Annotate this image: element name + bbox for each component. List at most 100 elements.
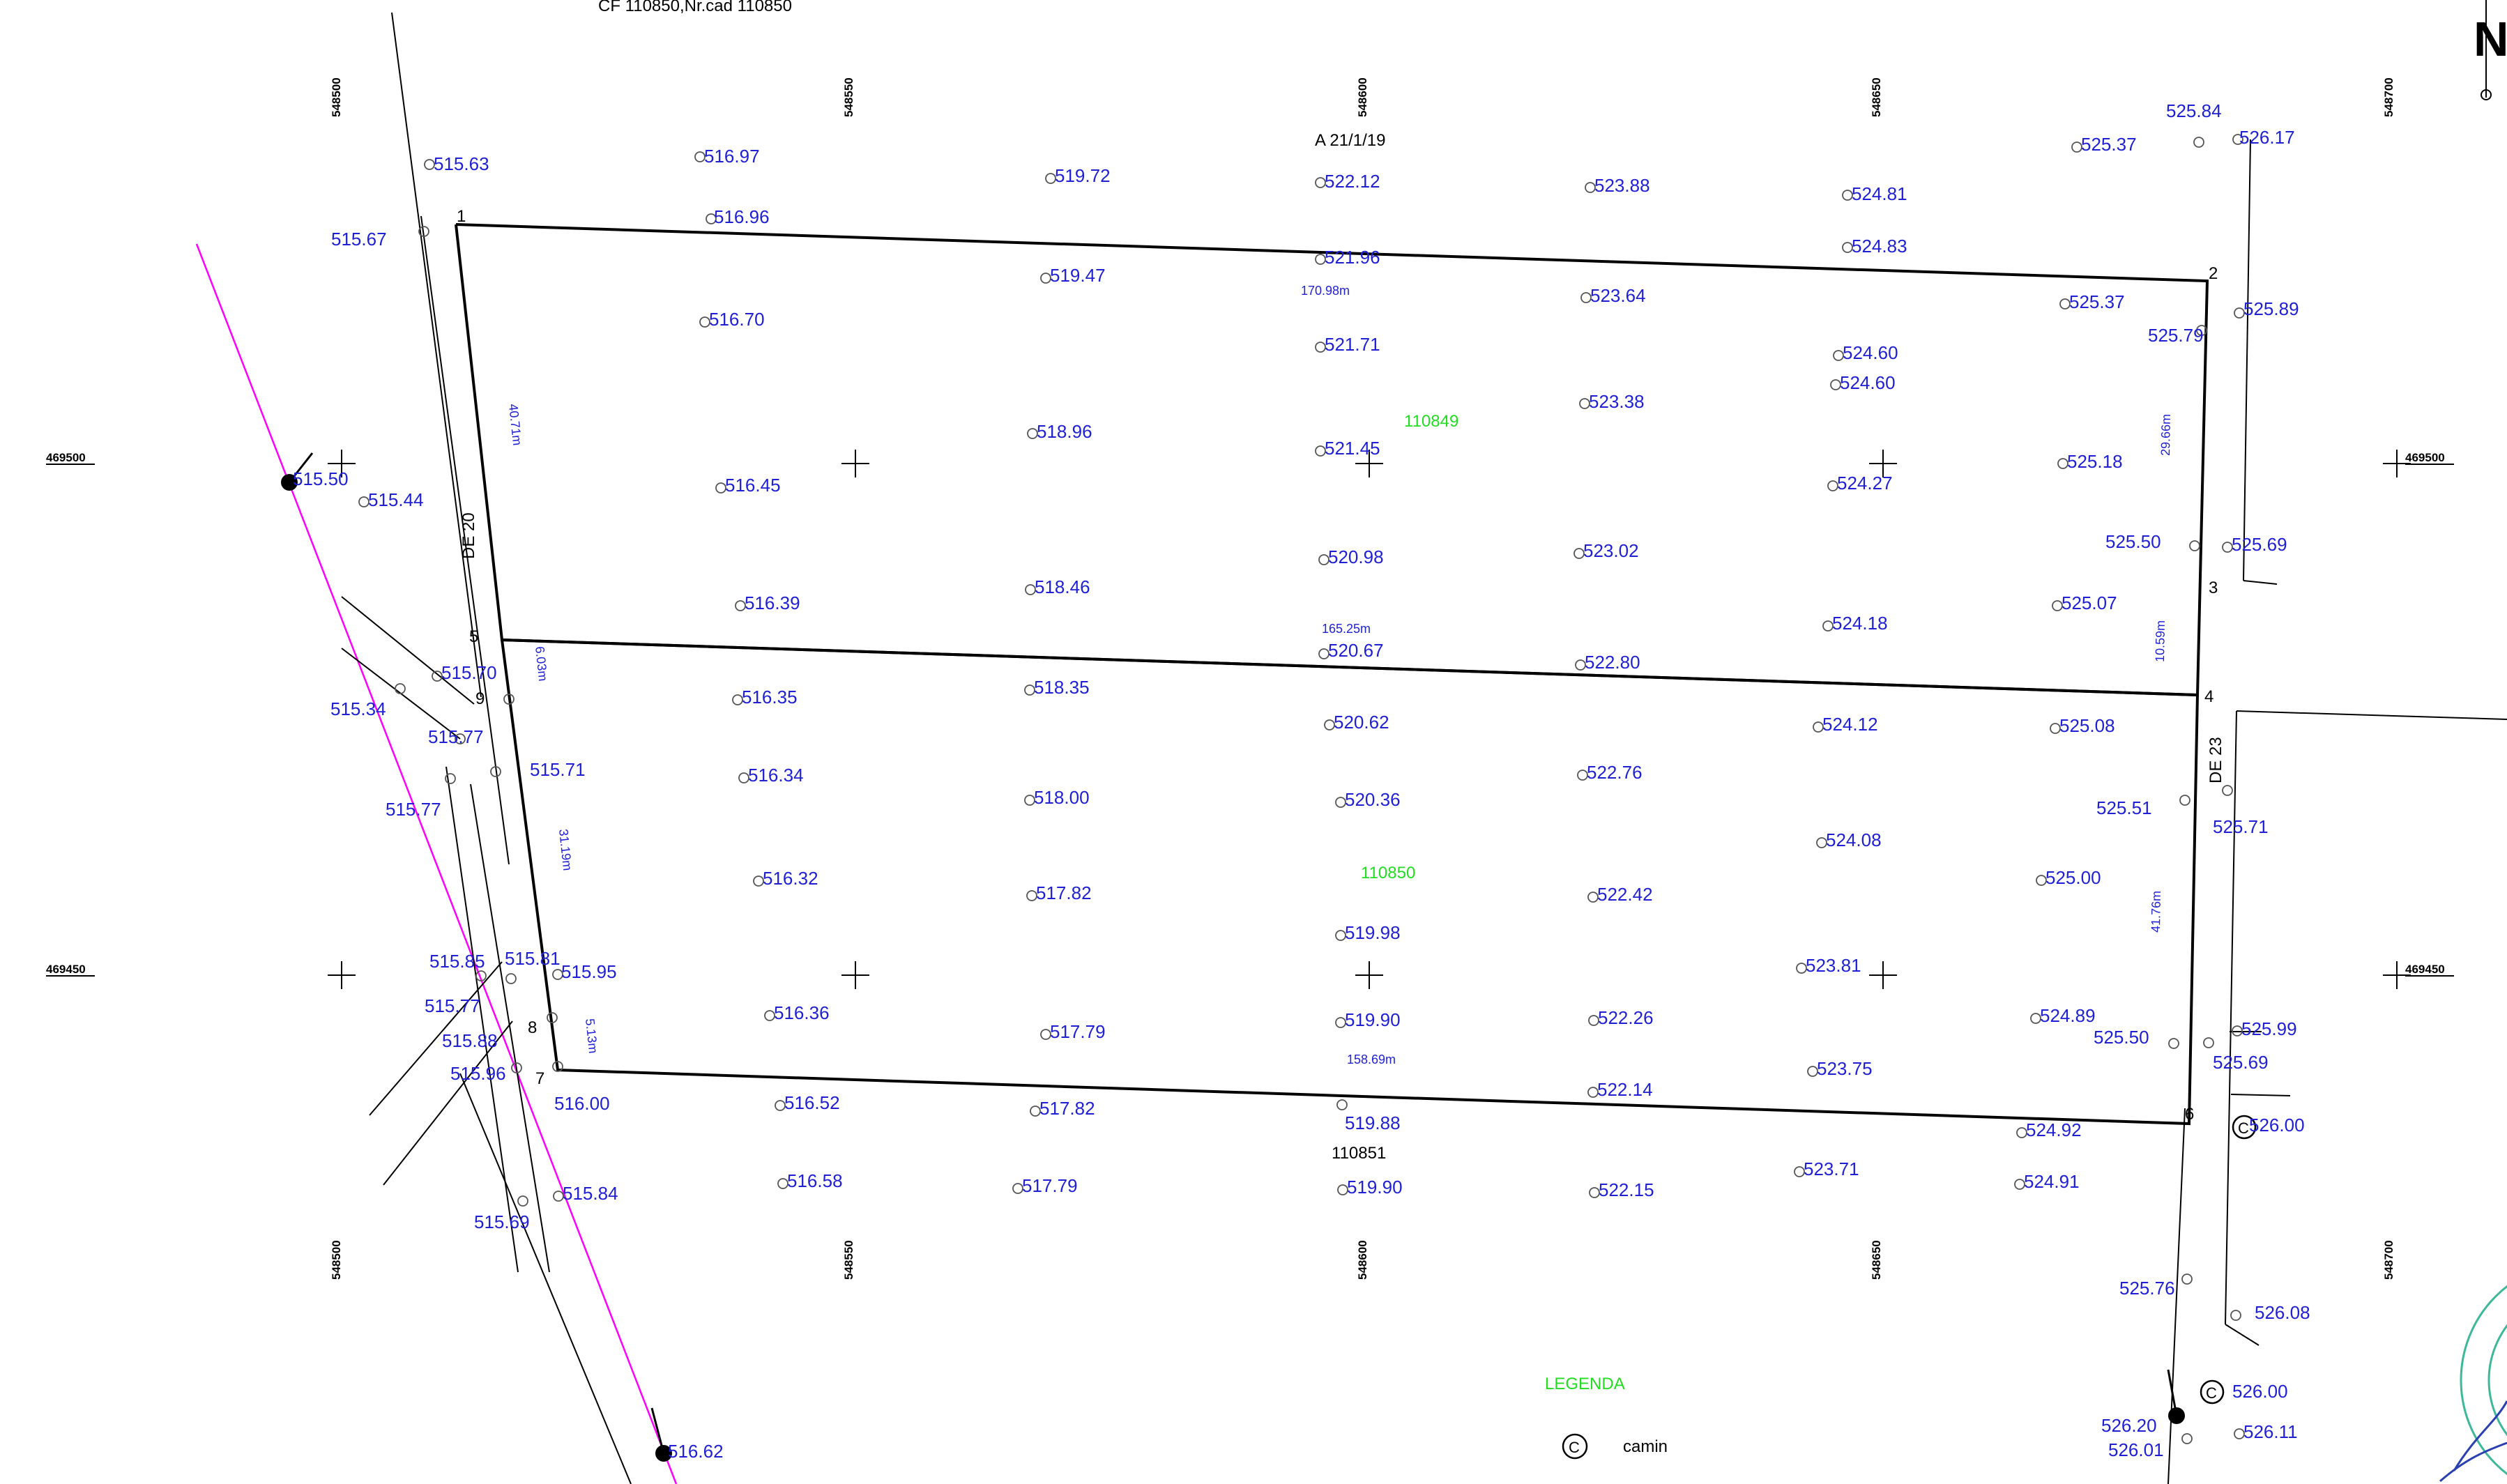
elevation-label: 519.88 bbox=[1345, 1112, 1401, 1133]
elevation-label: 518.00 bbox=[1034, 787, 1090, 808]
elevation-label: 522.76 bbox=[1587, 762, 1643, 783]
dimension-label: 165.25m bbox=[1322, 622, 1371, 636]
elevation-label: 519.47 bbox=[1050, 265, 1106, 286]
elevation-label: 516.35 bbox=[742, 687, 798, 707]
grid-crosses bbox=[328, 450, 2411, 989]
elevation-label: 525.84 bbox=[2166, 100, 2222, 121]
elevation-label: 524.08 bbox=[1826, 829, 1882, 850]
elevation-label: 518.96 bbox=[1037, 421, 1092, 442]
elevation-label: 525.71 bbox=[2213, 816, 2269, 837]
dimension-label: 170.98m bbox=[1301, 284, 1350, 298]
elevation-label: 521.71 bbox=[1325, 334, 1380, 355]
elevation-label: 523.81 bbox=[1806, 955, 1861, 976]
elevation-label: 518.35 bbox=[1034, 677, 1090, 698]
vertex-label: 4 bbox=[2204, 687, 2213, 706]
grid-x-label: 548500 bbox=[330, 1240, 343, 1280]
parcel-main-id: 110850 bbox=[1361, 864, 1415, 882]
dimension-label: 158.69m bbox=[1347, 1053, 1396, 1066]
elevation-label: 515.67 bbox=[331, 229, 387, 250]
elevation-label: 522.12 bbox=[1325, 171, 1380, 192]
grid-x-label: 548550 bbox=[842, 77, 855, 117]
grid-y-labels: 469500 469500 469450 469450 bbox=[46, 451, 2445, 976]
elevation-label: 525.79 bbox=[2148, 325, 2204, 346]
grid-y-label: 469500 bbox=[46, 451, 86, 464]
parcel-upper-id: 110849 bbox=[1404, 412, 1458, 431]
power-line bbox=[195, 243, 678, 1484]
dimension-label: 31.19m bbox=[556, 828, 574, 871]
elevation-label: 516.58 bbox=[787, 1170, 843, 1191]
elevation-label: 525.37 bbox=[2069, 291, 2125, 312]
elevation-label: 516.52 bbox=[784, 1092, 840, 1113]
elevation-label: 519.90 bbox=[1347, 1177, 1403, 1198]
elevation-label: 525.69 bbox=[2213, 1052, 2269, 1073]
elevation-label: 516.70 bbox=[709, 309, 765, 330]
elevation-labels: 515.63 516.97 519.72 522.12 523.88 524.8… bbox=[293, 100, 2310, 1462]
elevation-label: 518.46 bbox=[1035, 576, 1090, 597]
vertex-labels: 1 2 3 4 5 6 7 8 9 bbox=[457, 207, 2218, 1124]
vertex-label: 3 bbox=[2209, 579, 2218, 597]
grid-y-label: 469450 bbox=[46, 963, 86, 976]
elevation-label: 524.18 bbox=[1832, 613, 1888, 634]
legend: LEGENDA C camin bbox=[1545, 1375, 1668, 1460]
pole-icon bbox=[281, 452, 314, 491]
grid-x-label: 548550 bbox=[842, 1240, 855, 1280]
elevation-label: 524.27 bbox=[1837, 473, 1893, 494]
upper-ref-label: A 21/1/19 bbox=[1315, 131, 1385, 150]
elevation-label: 516.34 bbox=[748, 765, 804, 786]
manhole-icons: C C bbox=[2200, 1115, 2257, 1405]
elevation-label: 520.98 bbox=[1328, 546, 1384, 567]
elevation-label: 524.83 bbox=[1852, 236, 1907, 257]
vertex-label: 7 bbox=[535, 1069, 544, 1088]
elevation-label: 515.77 bbox=[425, 995, 480, 1016]
dimension-label: 6.03m bbox=[533, 645, 550, 682]
elevation-label: 526.01 bbox=[2108, 1439, 2164, 1460]
elevation-label: 515.34 bbox=[330, 698, 386, 719]
north-arrow-icon: N bbox=[2474, 0, 2507, 100]
elevation-label: 515.71 bbox=[530, 759, 586, 780]
dimension-label: 10.59m bbox=[2153, 620, 2167, 662]
elevation-label: 520.36 bbox=[1345, 789, 1401, 810]
elevation-label: 516.45 bbox=[725, 475, 781, 496]
legend-title: LEGENDA bbox=[1545, 1375, 1625, 1393]
elevation-label: 522.14 bbox=[1597, 1079, 1653, 1100]
north-label: N bbox=[2474, 12, 2507, 66]
manhole-icon: C bbox=[2200, 1379, 2225, 1405]
svg-text:C: C bbox=[2238, 1119, 2249, 1137]
elevation-label: 516.32 bbox=[763, 868, 818, 889]
survey-point-markers bbox=[358, 134, 2245, 1444]
grid-y-label: 469450 bbox=[2405, 963, 2445, 976]
elevation-label: 525.07 bbox=[2062, 592, 2117, 613]
elevation-label: 522.15 bbox=[1599, 1179, 1654, 1200]
elevation-label: 525.69 bbox=[2232, 534, 2287, 555]
elevation-label: 524.89 bbox=[2040, 1005, 2096, 1026]
elevation-label: 524.81 bbox=[1852, 183, 1907, 204]
elevation-label: 525.50 bbox=[2105, 531, 2161, 552]
pole-icon bbox=[2167, 1369, 2185, 1424]
svg-text:C: C bbox=[2206, 1384, 2217, 1402]
vertex-label: 8 bbox=[528, 1018, 537, 1037]
elevation-label: 523.02 bbox=[1583, 540, 1639, 561]
manhole-icon: C bbox=[2232, 1115, 2257, 1140]
road-de23-edges bbox=[2167, 139, 2507, 1484]
elevation-label: 525.51 bbox=[2096, 797, 2152, 818]
vertex-label: 9 bbox=[475, 689, 485, 708]
elevation-label: 523.75 bbox=[1817, 1058, 1873, 1079]
pole-icon bbox=[650, 1407, 672, 1462]
elevation-label: 525.18 bbox=[2067, 451, 2123, 472]
grid-x-label: 548600 bbox=[1356, 1240, 1369, 1280]
elevation-label: 516.96 bbox=[714, 206, 770, 227]
elevation-label: 523.88 bbox=[1594, 175, 1650, 196]
elevation-label: 520.62 bbox=[1334, 712, 1389, 733]
elevation-label: 525.37 bbox=[2081, 134, 2137, 155]
elevation-label: 515.77 bbox=[386, 799, 441, 820]
elevation-label: 516.39 bbox=[745, 592, 800, 613]
dimension-label: 41.76m bbox=[2149, 891, 2163, 933]
elevation-label: 526.17 bbox=[2239, 127, 2295, 148]
elevation-label: 519.98 bbox=[1345, 922, 1401, 943]
dimension-label: 29.66m bbox=[2158, 414, 2173, 456]
elevation-label: 521.45 bbox=[1325, 438, 1380, 459]
elevation-label: 526.20 bbox=[2101, 1415, 2157, 1436]
elevation-label: 515.50 bbox=[293, 468, 349, 489]
grid-x-label: 548650 bbox=[1870, 1240, 1883, 1280]
